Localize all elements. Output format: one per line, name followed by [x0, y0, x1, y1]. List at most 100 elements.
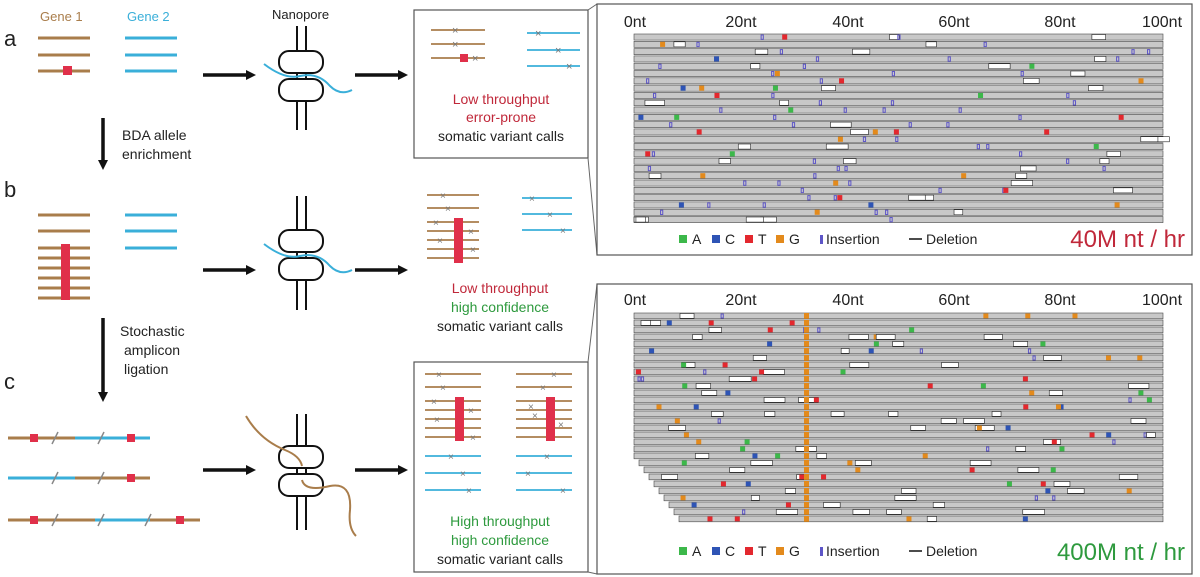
svg-text:×: ×: [470, 245, 476, 256]
mismatch-mark: [837, 136, 843, 142]
insertion-mark: [946, 122, 950, 128]
mismatch-mark: [1058, 404, 1064, 410]
insertion-mark: [819, 78, 823, 84]
variant-column-cell: [804, 453, 809, 459]
mismatch-mark: [1093, 144, 1099, 150]
variant-column-cell: [804, 467, 809, 473]
read-row: [633, 333, 1164, 341]
throughput-top: 40M nt / hr: [1070, 226, 1185, 253]
read-row: [633, 70, 1164, 77]
panel-b-reads: [38, 213, 177, 300]
result-c-reads: × × × × × × × × × × × × × × × × ×: [425, 370, 572, 497]
svg-text:×: ×: [431, 397, 437, 408]
mismatch-mark: [1006, 481, 1012, 487]
variant-column-cell: [804, 313, 809, 319]
insertion-mark: [777, 180, 781, 186]
deletion-mark: [848, 334, 869, 340]
insertion-mark: [813, 173, 817, 179]
deletion-mark: [711, 411, 724, 417]
deletion-mark: [1053, 481, 1071, 487]
insertion-mark: [890, 100, 895, 106]
mismatch-mark: [752, 453, 758, 459]
insertion-mark: [1128, 397, 1132, 403]
result-c-line1: High throughput: [450, 513, 550, 529]
deletion-mark: [821, 85, 836, 91]
variant-column-cell: [804, 488, 809, 494]
legend-insertion-swatch: [820, 547, 823, 556]
mismatch-mark: [708, 320, 714, 326]
svg-text:×: ×: [468, 227, 474, 238]
legend-deletion-label: Deletion: [926, 231, 977, 247]
mismatch-mark: [759, 369, 765, 375]
deletion-mark: [843, 158, 857, 165]
result-b-reads: × × × × × × × × ×: [427, 191, 572, 263]
mismatch-mark: [681, 460, 687, 466]
result-b-line3: somatic variant calls: [437, 318, 563, 334]
read-row: [633, 48, 1164, 55]
insertion-mark: [844, 165, 848, 172]
read-row: [633, 179, 1164, 187]
svg-text:×: ×: [566, 61, 572, 73]
deletion-mark: [849, 362, 870, 368]
insertion-mark: [1018, 114, 1022, 121]
svg-text:×: ×: [532, 411, 538, 422]
mismatch-mark: [680, 85, 686, 91]
insertion-mark: [660, 209, 664, 215]
variant-column-cell: [804, 341, 809, 347]
variant-column-cell: [804, 355, 809, 361]
legend-G-label: G: [789, 231, 800, 247]
variant-column-cell: [804, 404, 809, 410]
mismatch-mark: [678, 202, 684, 208]
deletion-mark: [1130, 418, 1147, 424]
deletion-mark: [750, 63, 761, 70]
svg-text:×: ×: [466, 486, 472, 497]
insertion-mark: [707, 202, 711, 208]
read-row: [678, 515, 1164, 523]
read-row: [633, 135, 1164, 143]
deletion-mark: [1113, 187, 1133, 194]
variant-column-cell: [804, 509, 809, 515]
mismatch-mark: [1106, 432, 1112, 438]
result-b-line2: high confidence: [451, 299, 549, 315]
nanopore-b: [263, 196, 353, 310]
insertion-mark: [843, 107, 847, 113]
deletion-mark: [1070, 70, 1086, 77]
insertion-mark: [983, 41, 987, 48]
mismatch-mark: [1118, 114, 1124, 120]
pileup-top-tick-4: 80nt: [1044, 14, 1076, 31]
mismatch-mark: [691, 502, 697, 508]
mismatch-mark: [707, 516, 713, 522]
mismatch-mark: [873, 341, 879, 347]
deletion-mark: [1099, 158, 1110, 165]
read-row: [633, 143, 1164, 150]
panel-a-label: a: [4, 26, 17, 51]
read-row: [633, 150, 1164, 158]
mismatch-mark: [656, 404, 662, 410]
deletion-mark: [1010, 180, 1033, 186]
gene2-title: Gene 2: [127, 9, 170, 24]
variant-column-cell: [804, 376, 809, 382]
read-row: [633, 452, 1164, 460]
deletion-mark: [679, 313, 695, 319]
insertion-mark: [1147, 49, 1151, 55]
insertion-mark: [773, 114, 777, 121]
legend-T-label: T: [758, 231, 767, 247]
variant-column-cell: [804, 397, 809, 403]
panel-b-label: b: [4, 177, 16, 202]
svg-text:×: ×: [560, 486, 566, 497]
read-row: [633, 165, 1164, 172]
mismatch-mark: [976, 425, 982, 431]
insertion-mark: [976, 144, 980, 150]
svg-text:×: ×: [555, 45, 561, 57]
svg-text:×: ×: [433, 218, 439, 229]
insertion-mark: [833, 195, 837, 201]
variant-marker: [63, 66, 72, 75]
deletion-mark: [1020, 165, 1037, 172]
mismatch-mark: [1126, 488, 1132, 494]
read-row: [643, 466, 1164, 474]
read-row: [653, 480, 1164, 488]
mismatch-mark: [720, 481, 726, 487]
mismatch-mark: [983, 313, 989, 319]
mismatch-mark: [1051, 439, 1057, 445]
